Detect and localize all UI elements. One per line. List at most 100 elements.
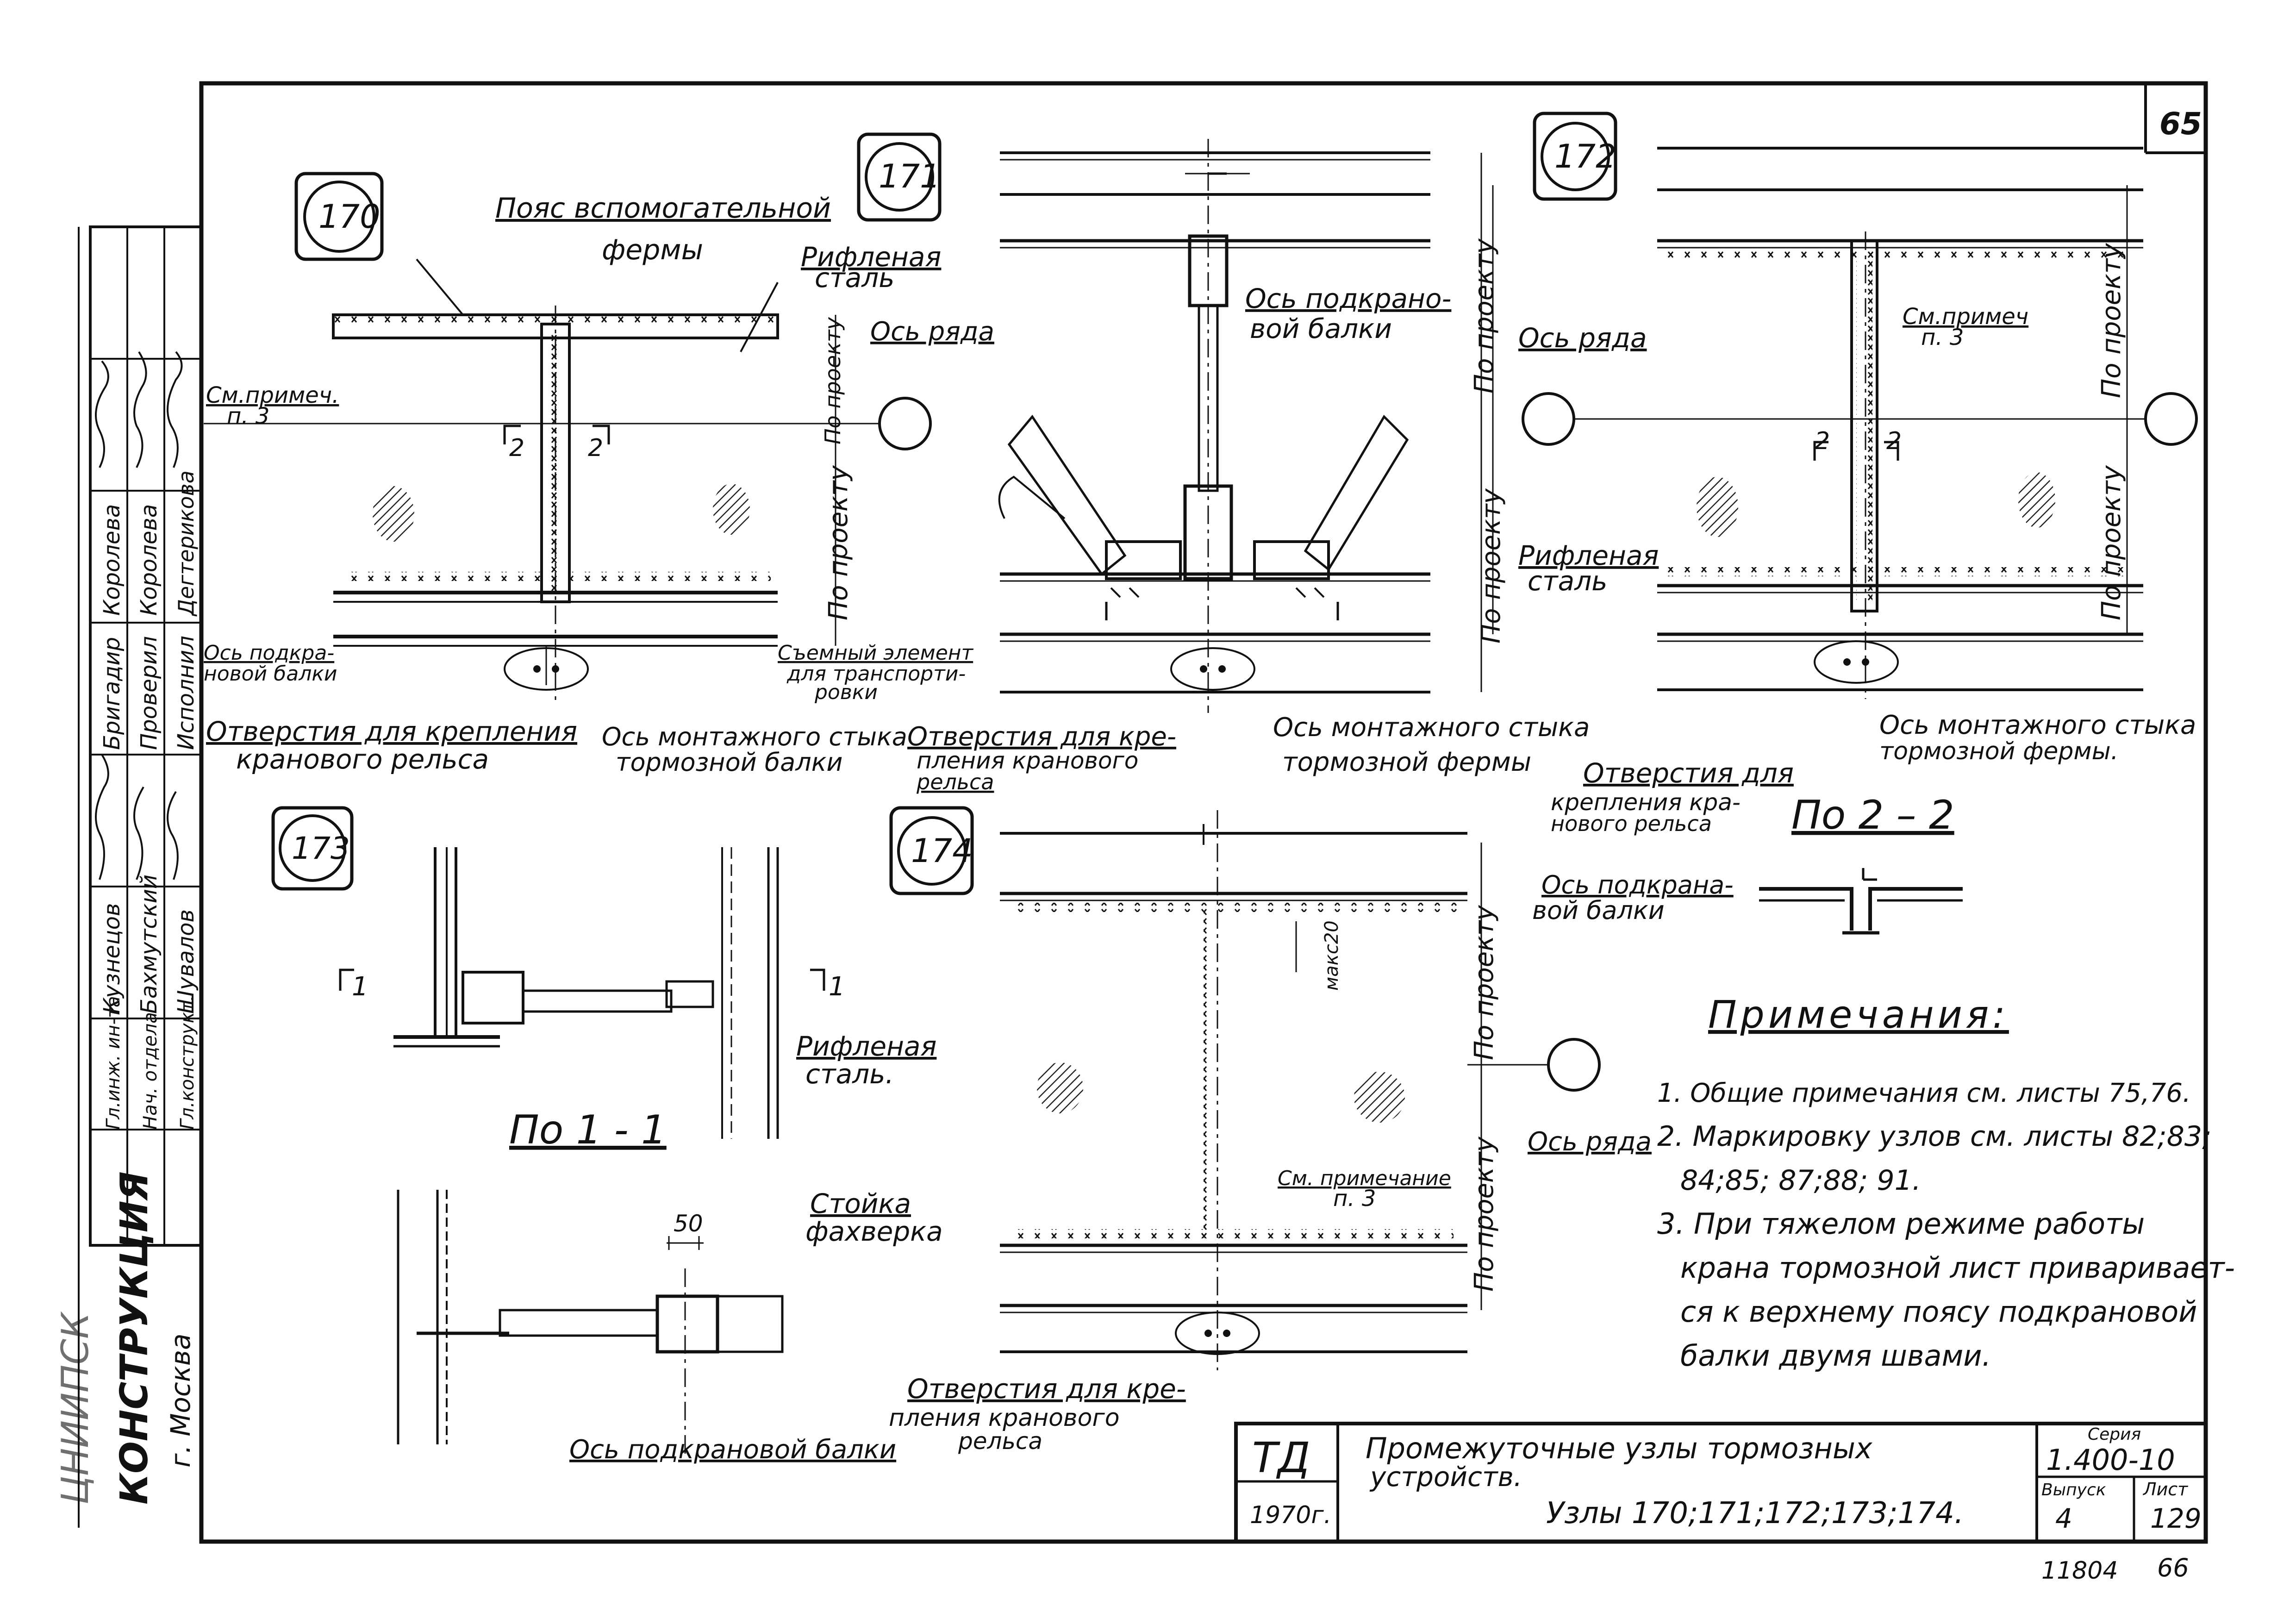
issue-value: 4 [2055, 1503, 2072, 1534]
series-value: 1.400-10 [2046, 1443, 2175, 1477]
title-year: 1970г. [1250, 1501, 1331, 1529]
sm-primech-174-2: п. 3 [1333, 1186, 1376, 1212]
otv-171-3: рельса [916, 769, 994, 794]
section-1-1-title: По 1 - 1 [509, 1107, 667, 1153]
otv-171-2: пления кранового [917, 747, 1138, 774]
org-city: г. Москва [165, 1333, 196, 1468]
stamp-role-4: Бригадир [99, 637, 125, 750]
stamp-signatures [95, 351, 183, 880]
po-proektu-174b: По проекту [1469, 1137, 1499, 1292]
cut-2-right: 2 [588, 434, 603, 462]
org-name-top: ЦНИИПСК [54, 1311, 97, 1505]
otv-170-2: кранового рельса [236, 743, 489, 775]
note-line-7: балки двумя швами. [1680, 1339, 1991, 1373]
dim-50: 50 [674, 1210, 703, 1237]
issue-label: Выпуск [2041, 1480, 2106, 1499]
note-line-1: 1. Общие примечания см. листы 75,76. [1657, 1078, 2191, 1108]
po-proektu-172c: По проекту [2096, 465, 2127, 620]
sheet-value: 129 [2150, 1503, 2202, 1534]
bottom-right-number: 66 [2157, 1553, 2189, 1582]
note-line-3: 84;85; 87;88; 91. [1680, 1164, 1921, 1197]
side-stamp [89, 225, 203, 1247]
stamp-name-4: Королева [99, 504, 125, 616]
notes-title: Примечания: [1708, 993, 2009, 1037]
sm-primech-174-1: См. примечание [1278, 1167, 1451, 1190]
os-podkran-171-2: вой балки [1250, 313, 1392, 344]
maks20-label: макс20 [1321, 920, 1342, 991]
note-line-2: 2. Маркировку узлов см. листы 82;83; [1657, 1120, 2211, 1153]
os-podkran-171-1: Ось подкрано- [1245, 283, 1451, 314]
series-label: Серия [2088, 1425, 2141, 1444]
otv-174-3: рельса [958, 1428, 1042, 1455]
title-block [1234, 1422, 2208, 1543]
os-podkran-174-1: Ось подкрана- [1541, 870, 1734, 899]
stamp-name-5: Королева [136, 504, 162, 616]
inventory-number: 11804 [2041, 1557, 2118, 1585]
cut-1-left: 1 [352, 972, 368, 1002]
stamp-name-6: Дегтерикова [174, 470, 199, 617]
stamp-role-2: Нач. отдела [140, 1012, 161, 1130]
node-172-label: 172 [1554, 137, 1616, 175]
stamp-role-6: Исполнил [173, 636, 199, 750]
org-name: КОНСТРУКЦИЯ [112, 1171, 156, 1505]
stoyka-label-2: фахверка [805, 1216, 943, 1247]
sm-primech-172-1: См.примеч [1903, 304, 2028, 330]
rifl-172-2: сталь [1528, 565, 1607, 597]
otv-172-3: нового рельса [1551, 811, 1712, 836]
os-ryada-170: Ось ряда [870, 317, 994, 347]
os-mont-171-2: тормозной фермы [1282, 747, 1531, 777]
semny-2: для транспорти- [786, 662, 966, 686]
rifl-174-2: сталь. [805, 1058, 894, 1090]
semny-1: Съемный элемент [778, 641, 974, 665]
stamp-name-1: Кузнецов [99, 903, 125, 1014]
stamp-name-3: Шувалов [173, 909, 199, 1014]
os-podkran-173: Ось подкрановой балки [569, 1435, 896, 1465]
rifl-174-1: Рифленая [796, 1031, 936, 1062]
po-proektu-172b: По проекту [2096, 243, 2127, 398]
poyas-label-2: фермы [602, 234, 703, 266]
node-173-label: 173 [292, 831, 350, 866]
otv-172-2: крепления кра- [1551, 789, 1741, 816]
os-podkran-170-1: Ось подкра- [204, 641, 334, 665]
section-2-2-title: По 2 – 2 [1791, 792, 1954, 838]
os-mont-170-1: Ось монтажного стыка [602, 722, 907, 751]
node-170-drawing [204, 258, 932, 704]
os-mont-170-2: тормозной балки [616, 748, 842, 777]
note-line-6: ся к верхнему поясу подкрановой [1680, 1295, 2197, 1329]
rifl-170-label-2: сталь [815, 262, 894, 294]
stamp-role-5: Проверил [136, 636, 162, 750]
semny-3: ровки [814, 681, 878, 704]
sm-primech-170-2: п. 3 [227, 403, 269, 429]
sheet-label: Лист [2142, 1479, 2189, 1499]
rifl-170-label-1: Рифленая [801, 241, 941, 273]
poyas-label-1: Пояс вспомогательной [495, 192, 831, 225]
note-line-5: крана тормозной лист приваривает- [1680, 1251, 2235, 1285]
section-2-2-drawing [1759, 868, 1963, 935]
title-logo: ТД [1252, 1434, 1310, 1482]
node-173-drawing [339, 847, 825, 1454]
po-proektu-172a: По проекту [1476, 488, 1506, 643]
os-podkran-174-2: вой балки [1532, 896, 1665, 925]
po-proektu-174a: По проекту [1469, 905, 1499, 1060]
otv-174-1: Отверстия для кре- [907, 1373, 1186, 1405]
sm-primech-170-1: См.примеч. [206, 382, 339, 408]
stamp-role-1: Гл.инж. ин-та [103, 996, 124, 1130]
title-line-1: Промежуточные узлы тормозных [1366, 1431, 1873, 1465]
node-172-drawing [1492, 147, 2198, 699]
cut-2-left: 2 [509, 434, 524, 462]
node-171-label: 171 [879, 157, 941, 195]
os-mont-172-2: тормозной фермы. [1879, 737, 2118, 765]
stoyka-label-1: Стойка [810, 1188, 911, 1219]
po-proektu-170b: По проекту [824, 465, 854, 620]
node-170-label: 170 [318, 198, 381, 236]
title-line-3: Узлы 170;171;172;173;174. [1546, 1496, 1964, 1530]
node-171-drawing [998, 139, 1482, 713]
node-174-drawing [1000, 810, 1601, 1370]
os-podkran-170-2: новой балки [204, 662, 337, 686]
po-proektu-171: По проекту [1469, 238, 1499, 394]
otv-170-1: Отверстия для крепления [206, 716, 577, 747]
title-line-2: устройств. [1369, 1461, 1522, 1493]
node-174-label: 174 [911, 832, 973, 870]
os-mont-171-1: Ось монтажного стыка [1273, 712, 1590, 743]
cut-1-right: 1 [829, 972, 845, 1002]
